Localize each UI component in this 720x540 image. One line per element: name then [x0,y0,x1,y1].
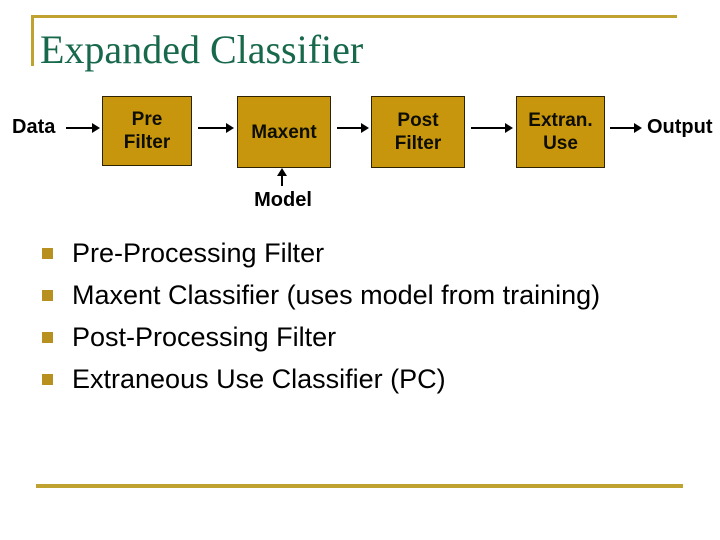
bullet-text: Pre-Processing Filter [72,237,325,268]
title-left-border-line [31,15,34,66]
flow-box-extran-use: Extran. Use [516,96,605,168]
bullet-text: Post-Processing Filter [72,321,337,352]
flow-box-post-filter: Post Filter [371,96,465,168]
bullet-list: Pre-Processing Filter Maxent Classifier … [42,232,692,400]
bullet-square-icon [42,247,53,259]
list-item: Pre-Processing Filter [42,232,692,274]
arrow-extranuse-to-output-icon [610,123,642,133]
data-input-label: Data [12,116,56,138]
model-label: Model [254,189,312,211]
arrow-maxent-to-postfilter-icon [337,123,369,133]
arrow-model-to-maxent-icon [277,168,287,186]
list-item: Post-Processing Filter [42,316,692,358]
list-item: Extraneous Use Classifier (PC) [42,358,692,400]
flow-box-pre-filter: Pre Filter [102,96,192,166]
footer-divider-line [36,484,683,488]
arrow-postfilter-to-extranuse-icon [471,123,513,133]
bullet-square-icon [42,289,53,301]
bullet-text: Maxent Classifier (uses model from train… [72,279,601,310]
arrow-prefilter-to-maxent-icon [198,123,234,133]
bullet-text: Extraneous Use Classifier (PC) [72,363,446,394]
flow-box-maxent: Maxent [237,96,331,168]
list-item: Maxent Classifier (uses model from train… [42,274,692,316]
output-label: Output [647,116,713,138]
flow-diagram: Data Pre Filter Maxent Post Filter Extra… [0,0,720,230]
title-top-border-line [31,15,677,18]
bullet-square-icon [42,373,53,385]
arrow-data-to-prefilter-icon [66,123,100,133]
page-title: Expanded Classifier [40,27,364,72]
bullet-square-icon [42,331,53,343]
